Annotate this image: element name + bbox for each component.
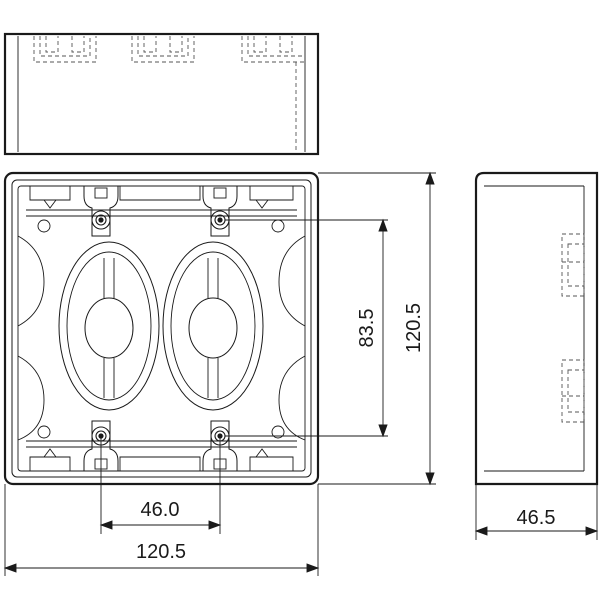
front-inner-outline xyxy=(11,179,312,478)
top-view xyxy=(3,32,320,156)
top-view-hidden-lines xyxy=(33,36,305,152)
top-view-outline xyxy=(3,32,320,156)
side-view-outline xyxy=(474,171,599,486)
side-view-hidden-lines xyxy=(561,233,585,423)
screw-boss-top-left xyxy=(83,186,119,237)
side-view xyxy=(474,171,599,486)
front-cavity-outline xyxy=(17,185,306,472)
screw-boss-top-right xyxy=(202,186,238,237)
dim-text-depth-side: 46.5 xyxy=(517,507,556,529)
dim-text-screw-vertical: 83.5 xyxy=(356,309,378,348)
knockout-right xyxy=(162,241,264,411)
screw-hole xyxy=(91,210,111,230)
dim-text-width-front: 120.5 xyxy=(136,541,186,563)
dimension-lines xyxy=(3,171,599,576)
dim-text-screw-horizontal: 46.0 xyxy=(141,499,180,521)
front-view xyxy=(3,171,320,486)
knockout-left xyxy=(58,241,160,411)
front-outer-outline xyxy=(3,171,320,486)
dim-text-height-front: 120.5 xyxy=(403,303,425,353)
